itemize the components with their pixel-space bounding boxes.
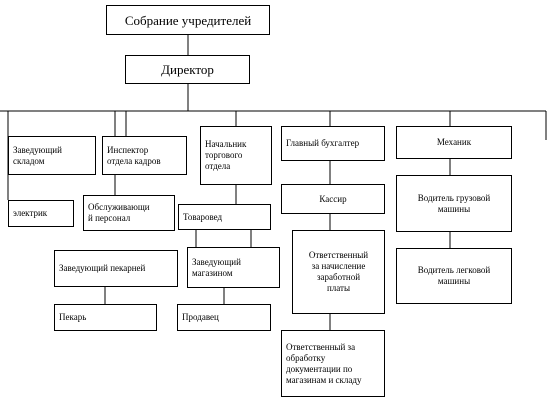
box-trade-dept-head: Начальник торгового отдела <box>200 126 272 185</box>
box-chief-accountant: Главный бухгалтер <box>281 126 385 161</box>
label-warehouse-head: Заведующий складом <box>13 144 62 166</box>
label-electrician: электрик <box>13 208 48 218</box>
box-bakery-head: Заведующий пекарней <box>54 250 178 287</box>
box-electrician: электрик <box>8 200 74 227</box>
box-cashier: Кассир <box>281 184 385 214</box>
label-cashier: Кассир <box>319 193 347 204</box>
label-service-staff: Обслуживающи й персонал <box>88 202 150 223</box>
box-seller: Продавец <box>177 304 271 331</box>
label-founders-meeting: Собрание учредителей <box>124 12 252 28</box>
box-mechanic: Механик <box>396 126 512 159</box>
box-director: Директор <box>125 55 250 84</box>
box-car-driver: Водитель легковой машины <box>396 248 512 304</box>
label-payroll-officer: Ответственный за начисление заработной п… <box>308 250 369 293</box>
box-truck-driver: Водитель грузовой машины <box>396 175 512 232</box>
box-docs-officer: Ответственный за обработку документации … <box>281 330 385 397</box>
label-store-manager: Заведующий магазином <box>192 256 241 278</box>
label-staff-inspector: Инспектор отдела кадров <box>107 144 161 166</box>
label-seller: Продавец <box>182 312 219 322</box>
box-payroll-officer: Ответственный за начисление заработной п… <box>292 230 385 314</box>
box-store-manager: Заведующий магазином <box>187 247 280 288</box>
label-baker: Пекарь <box>59 312 87 322</box>
label-merchandiser: Товаровед <box>183 211 223 222</box>
box-warehouse-head: Заведующий складом <box>8 136 96 175</box>
label-car-driver: Водитель легковой машины <box>417 265 491 286</box>
box-baker: Пекарь <box>54 304 157 331</box>
label-docs-officer: Ответственный за обработку документации … <box>286 341 362 385</box>
label-mechanic: Механик <box>436 137 472 147</box>
label-truck-driver: Водитель грузовой машины <box>417 192 491 214</box>
box-staff-inspector: Инспектор отдела кадров <box>102 136 187 175</box>
box-service-staff: Обслуживающи й персонал <box>83 195 175 231</box>
label-trade-dept-head: Начальник торгового отдела <box>205 139 247 171</box>
label-chief-accountant: Главный бухгалтер <box>286 138 360 148</box>
box-founders-meeting: Собрание учредителей <box>106 5 270 35</box>
label-bakery-head: Заведующий пекарней <box>59 263 146 273</box>
box-merchandiser: Товаровед <box>178 204 271 230</box>
label-director: Директор <box>161 62 214 77</box>
